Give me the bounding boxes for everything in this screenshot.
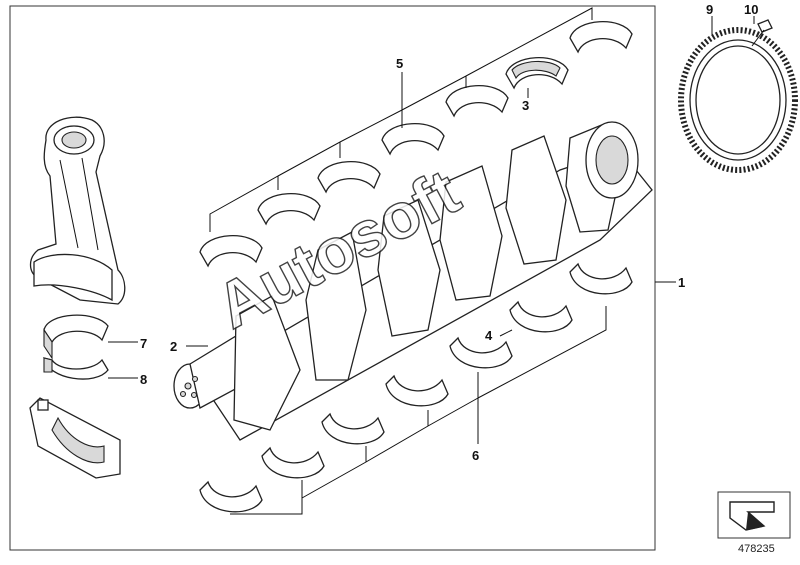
callout-10: 10 <box>744 2 758 17</box>
main-bearing-lower-set <box>199 262 633 513</box>
conrod-bearing-lower <box>43 357 109 380</box>
thrust-bearing-lower <box>509 300 573 333</box>
sensor-ring <box>678 27 798 173</box>
connecting-rod <box>29 116 126 305</box>
callout-2: 2 <box>170 339 177 354</box>
screw <box>751 19 773 47</box>
leader-lines <box>108 7 755 515</box>
callout-5: 5 <box>396 56 403 71</box>
thrust-bearing-upper <box>505 57 569 90</box>
crankshaft <box>173 121 653 441</box>
callout-4: 4 <box>485 328 493 343</box>
callout-1: 1 <box>678 275 685 290</box>
callout-3: 3 <box>522 98 529 113</box>
callout-9: 9 <box>706 2 713 17</box>
main-bearing-upper-set <box>199 21 633 268</box>
document-number: 478235 <box>738 543 775 555</box>
main-frame <box>9 5 656 551</box>
callout-8: 8 <box>140 372 147 387</box>
callout-7: 7 <box>140 336 147 351</box>
conrod-bearing-upper <box>43 314 109 360</box>
callout-6: 6 <box>472 448 479 463</box>
conrod-cap <box>29 397 121 479</box>
next-page-arrow-icon[interactable] <box>717 491 791 539</box>
